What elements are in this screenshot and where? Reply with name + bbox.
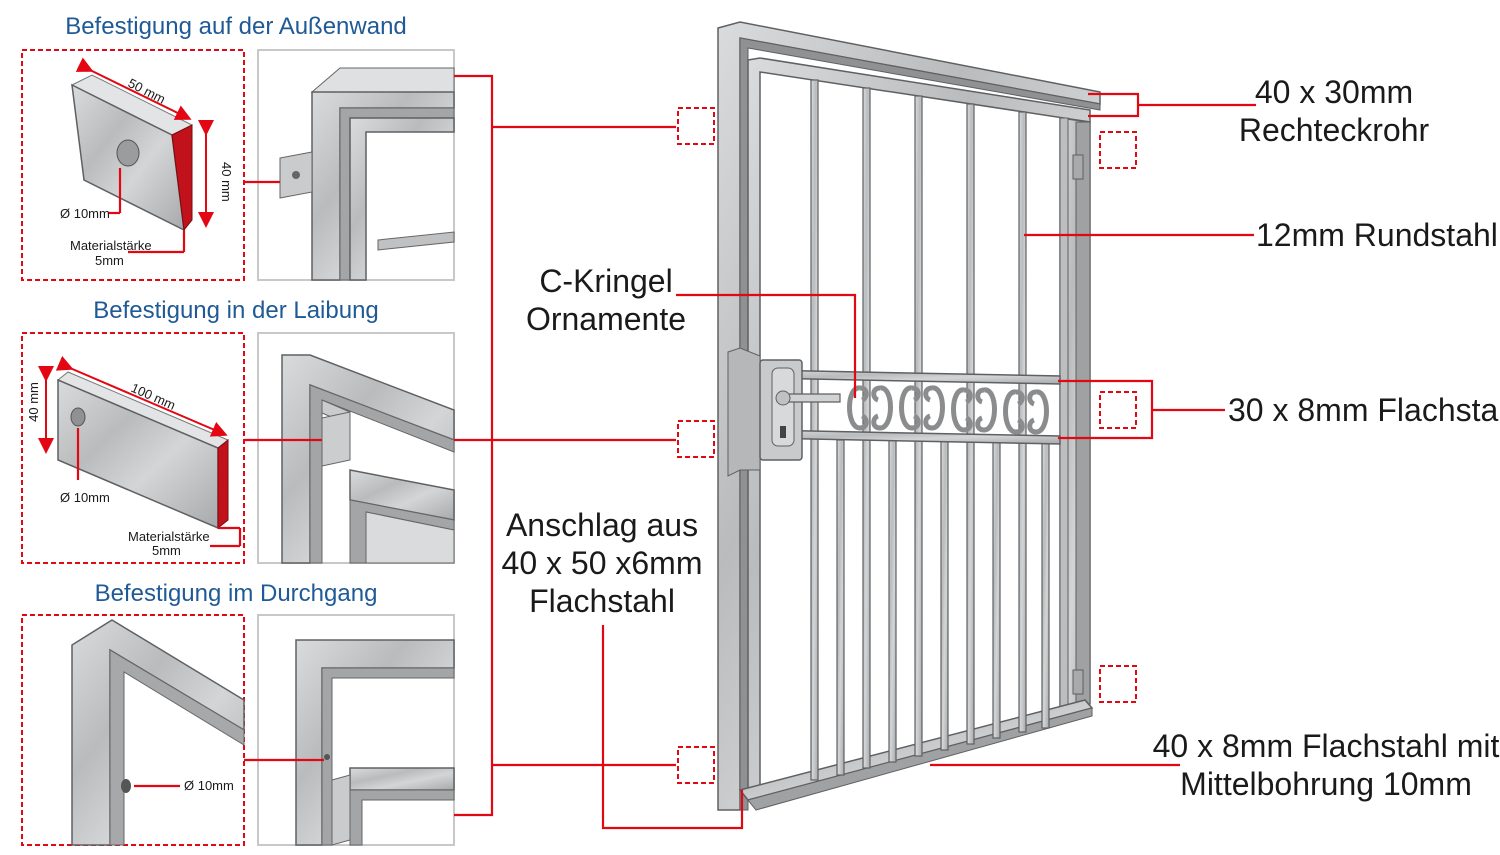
c-scroll-ornaments <box>847 385 1049 435</box>
ornament-label-1: C-Kringel <box>539 263 672 299</box>
mounting-plate-1 <box>70 57 214 254</box>
ornament-label-2: Ornamente <box>526 301 686 337</box>
plate-hole-label: Ø 10mm <box>60 206 110 221</box>
marker-box <box>1099 391 1137 429</box>
plate-hole <box>70 407 86 427</box>
plate-thickness-value: 5mm <box>95 253 124 268</box>
section-passage: Befestigung im Durchgang Ø 10mm <box>21 580 455 846</box>
plate-hole <box>116 139 140 167</box>
section-title-outer-wall: Befestigung auf der Außenwand <box>65 13 407 40</box>
section-outer-wall: Befestigung auf der Außenwand 50 mm 40 m… <box>21 13 455 281</box>
plate-width-label: 40 mm <box>26 382 41 422</box>
detail-reveal <box>281 354 455 564</box>
plate-thickness-value: 5mm <box>152 543 181 558</box>
connector-lines <box>244 74 715 817</box>
center-callouts: C-Kringel Ornamente Anschlag aus 40 x 50… <box>502 263 857 830</box>
marker-box <box>677 420 715 458</box>
plate-width-label: 40 mm <box>219 162 234 202</box>
section-title-reveal: Befestigung in der Laibung <box>93 297 379 324</box>
mounting-plate-2 <box>38 355 242 548</box>
marker-box <box>677 107 715 145</box>
plate-hole <box>121 779 131 793</box>
plate-thickness-label: Materialstärke <box>128 529 210 544</box>
plate-hole-label: Ø 10mm <box>184 778 234 793</box>
detail-outer-wall <box>279 67 455 281</box>
bottom-bar-label-2: Mittelbohrung 10mm <box>1180 766 1472 802</box>
passage-frame-corner <box>71 619 245 846</box>
cross-bar-label: 30 x 8mm Flachstahl <box>1228 392 1500 428</box>
bottom-bar-label-1: 40 x 8mm Flachstahl mit <box>1153 728 1500 764</box>
round-bar-label: 12mm Rundstahl <box>1256 217 1498 253</box>
stop-label-2: 40 x 50 x6mm <box>502 545 703 581</box>
section-title-passage: Befestigung im Durchgang <box>95 580 378 607</box>
plate-hole-label: Ø 10mm <box>60 490 110 505</box>
plate-panel-2 <box>21 332 245 564</box>
stop-label-1: Anschlag aus <box>506 507 698 543</box>
plate-panel-1 <box>21 49 245 281</box>
marker-box <box>1099 131 1137 169</box>
frame-tube-label-2: Rechteckrohr <box>1239 112 1430 148</box>
detail-passage <box>295 639 455 846</box>
marker-box <box>1099 665 1137 703</box>
frame-tube-label-1: 40 x 30mm <box>1255 74 1413 110</box>
door-handle <box>781 393 841 403</box>
section-reveal: Befestigung in der Laibung 100 mm 40 mm … <box>21 297 455 564</box>
stop-label-3: Flachstahl <box>529 583 675 619</box>
security-door <box>717 21 1101 811</box>
plate-thickness-label: Materialstärke <box>70 238 152 253</box>
right-callouts: 40 x 30mm Rechteckrohr 12mm Rundstahl 30… <box>930 74 1500 802</box>
marker-box <box>677 746 715 784</box>
